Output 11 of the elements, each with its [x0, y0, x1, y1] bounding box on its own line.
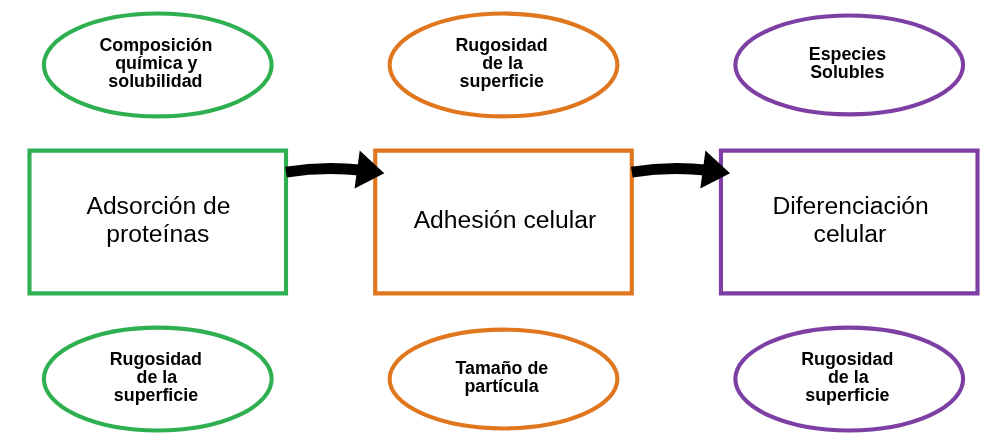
node-box: Diferenciación celular	[718, 148, 980, 296]
node-ellipse: Tamaño de partícula	[387, 327, 619, 431]
node-box: Adhesión celular	[372, 148, 634, 296]
node-ellipse: Rugosidad de la superficie	[732, 325, 965, 433]
node-ellipse: Especies Solubles	[732, 13, 965, 117]
node-ellipse: Rugosidad de la superficie	[41, 325, 274, 433]
node-ellipse: Composición química y solubilidad	[41, 11, 274, 119]
node-box: Adsorción de proteínas	[26, 148, 288, 296]
arrow	[284, 150, 384, 189]
node-ellipse: Rugosidad de la superficie	[387, 11, 619, 119]
arrow	[630, 150, 730, 189]
